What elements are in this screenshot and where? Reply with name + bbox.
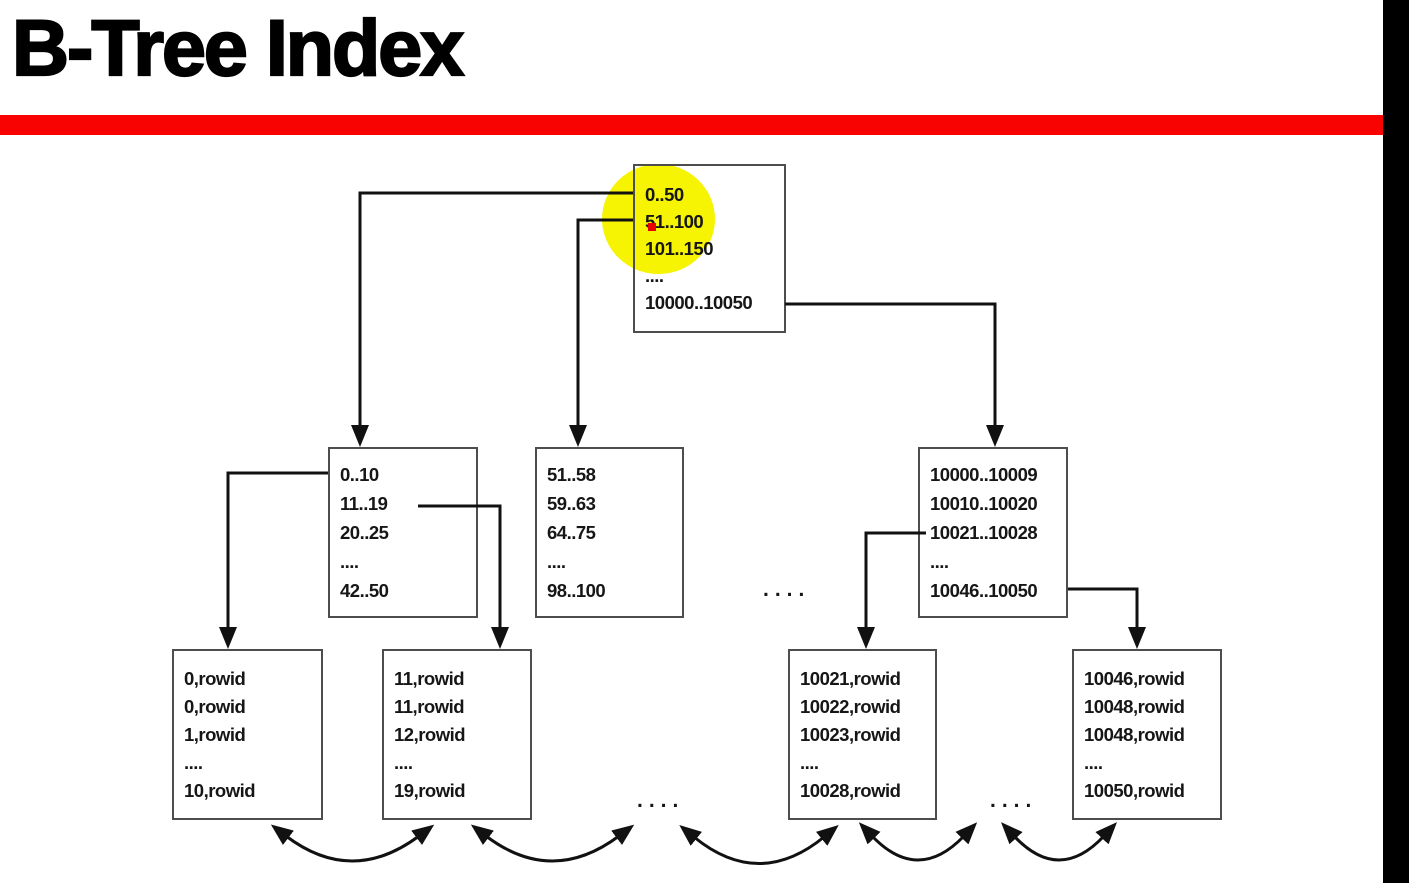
node-row: .... [340,551,359,572]
leaf-link-arrow-3 [679,825,839,865]
node-row: 20..25 [340,522,389,543]
branch-node-middle: 51..58 59..63 64..75 .... 98..100 [535,447,684,618]
node-row: 10028,rowid [800,780,901,801]
node-row: 0,rowid [184,668,246,689]
node-row: 11,rowid [394,696,465,717]
arrow-branch-to-leaf-1 [219,471,328,649]
node-row: 10050,rowid [1084,780,1185,801]
node-row: .... [184,752,203,773]
branch-node-right: 10000..10009 10010..10020 10021..10028 .… [918,447,1068,618]
node-row: 10021,rowid [800,668,901,689]
node-row: 11,rowid [394,668,465,689]
node-row: 11..19 [340,493,388,514]
node-row: 98..100 [547,580,606,601]
leaf-link-arrow-5 [1000,822,1118,862]
node-row: 101..150 [645,238,714,259]
branch-gap-ellipsis: .... [763,578,811,601]
red-accent-bar [0,115,1383,135]
leaf-node-2: 11,rowid 11,rowid 12,rowid .... 19,rowid [382,649,532,820]
node-row: 51..100 [645,211,704,232]
node-row: 10046..10050 [930,580,1038,601]
node-row: .... [547,551,566,572]
leaf-node-1: 0,rowid 0,rowid 1,rowid .... 10,rowid [172,649,323,820]
node-row: .... [800,752,819,773]
branch-node-left: 0..10 11..19 20..25 .... 42..50 [328,447,478,618]
arrow-branch-to-leaf-3 [857,531,926,649]
node-row: 1,rowid [184,724,246,745]
node-row: .... [394,752,413,773]
node-row: 10023,rowid [800,724,901,745]
leaf-link-arrow-2 [470,824,635,863]
node-row: 10046,rowid [1084,668,1185,689]
node-row: 0..10 [340,464,379,485]
node-row: .... [930,551,949,572]
node-row: 10010..10020 [930,493,1038,514]
leaf-link-arrow-1 [270,824,435,863]
arrow-branch-to-leaf-4 [1068,587,1146,649]
node-row: 10000..10009 [930,464,1038,485]
arrow-root-to-branch-left [351,191,633,447]
node-row: .... [1084,752,1103,773]
node-row: 10022,rowid [800,696,901,717]
node-row: 10,rowid [184,780,256,801]
slide-title: B-Tree Index [11,2,465,93]
node-row: 10021..10028 [930,522,1038,543]
leaf-gap-ellipsis-1: .... [637,789,685,812]
node-row: 0,rowid [184,696,246,717]
node-row: 10048,rowid [1084,724,1185,745]
node-row: 42..50 [340,580,389,601]
leaf-node-3: 10021,rowid 10022,rowid 10023,rowid ....… [788,649,937,820]
black-side-bar [1383,0,1409,883]
node-row: 0..50 [645,184,684,205]
leaf-link-arrow-4 [858,822,978,862]
node-row: 51..58 [547,464,596,485]
arrow-root-to-branch-right [785,302,1004,447]
leaf-gap-ellipsis-2: .... [990,789,1038,812]
node-row: 59..63 [547,493,596,514]
node-row: 10000..10050 [645,292,753,313]
leaf-node-4: 10046,rowid 10048,rowid 10048,rowid ....… [1072,649,1222,820]
node-row: 10048,rowid [1084,696,1185,717]
node-row: 64..75 [547,522,596,543]
node-row: .... [645,265,664,286]
root-node: 0..50 51..100 101..150 .... 10000..10050 [633,164,786,333]
node-row: 12,rowid [394,724,466,745]
node-row: 19,rowid [394,780,466,801]
red-cursor-marker [648,223,656,231]
